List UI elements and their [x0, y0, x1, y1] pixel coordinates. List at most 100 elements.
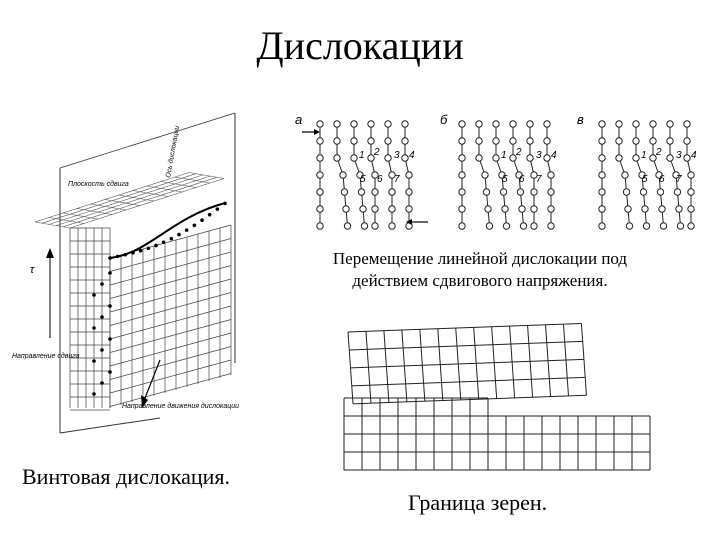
- front-grid-line: [109, 346, 232, 380]
- dislocation-atom: [100, 381, 104, 385]
- atom: [530, 171, 538, 179]
- label-tau: τ: [30, 264, 35, 276]
- dislocation-atom: [123, 252, 128, 257]
- number-label: 6: [519, 174, 525, 185]
- atom: [458, 120, 466, 128]
- number-label: 6: [377, 174, 383, 185]
- atom: [547, 171, 555, 179]
- atom: [598, 120, 606, 128]
- number-label: 1: [359, 150, 365, 161]
- atom: [367, 154, 375, 162]
- atom: [543, 137, 551, 145]
- atom: [316, 222, 324, 230]
- top-grid-line: [76, 208, 113, 215]
- atom: [598, 137, 606, 145]
- top-grid-line: [48, 174, 204, 225]
- atom: [360, 222, 369, 230]
- dislocation-atom: [192, 223, 197, 228]
- number-label: 7: [394, 174, 400, 185]
- atom: [401, 137, 409, 145]
- label-plane: Плоскость сдвига: [68, 180, 129, 188]
- dislocation-curve: [109, 202, 226, 259]
- label-stress: Направление сдвига: [12, 352, 80, 360]
- grain-grid-line: [347, 331, 354, 404]
- atom: [519, 222, 528, 230]
- atom: [621, 171, 629, 179]
- panel-label-v: в: [577, 112, 584, 127]
- atom: [526, 120, 534, 128]
- atom: [401, 154, 409, 162]
- atom: [673, 188, 682, 196]
- dislocation-atom: [161, 240, 166, 245]
- atom: [371, 171, 379, 179]
- atom: [509, 137, 517, 145]
- dislocation-atom: [177, 232, 181, 237]
- number-label: 3: [394, 150, 400, 161]
- top-grid-line: [132, 190, 169, 197]
- atom: [359, 205, 367, 213]
- number-label: 3: [536, 150, 542, 161]
- top-grid-line: [41, 173, 197, 224]
- atom: [687, 222, 695, 230]
- screw-dislocation-figure: Плоскость сдвига Ось дислокации Направле…: [12, 112, 239, 434]
- panel-label-a: а: [295, 112, 302, 127]
- dislocation-atom: [100, 315, 104, 319]
- atom: [658, 205, 666, 213]
- caption-screw-dislocation: Винтовая дислокация.: [22, 464, 231, 489]
- atom: [656, 188, 665, 196]
- atom: [484, 205, 492, 213]
- atom: [343, 222, 352, 230]
- atom: [371, 205, 379, 213]
- atom: [655, 171, 663, 179]
- dislocation-atom: [223, 201, 227, 206]
- dislocation-atom: [108, 337, 112, 341]
- atom: [683, 137, 691, 145]
- atom: [492, 154, 500, 162]
- atom: [339, 171, 347, 179]
- dislocation-atom: [108, 271, 112, 275]
- grain-grid-line: [349, 340, 583, 351]
- atom: [615, 120, 623, 128]
- atom: [632, 137, 640, 145]
- atom: [458, 222, 466, 230]
- atom: [499, 188, 508, 196]
- top-grid-line: [62, 177, 218, 228]
- top-grid-line: [55, 175, 211, 226]
- atom: [659, 222, 668, 230]
- atom: [675, 205, 683, 213]
- atom: [632, 120, 640, 128]
- dislocation-atom: [184, 228, 189, 232]
- number-label: 1: [501, 150, 507, 161]
- atom: [687, 171, 695, 179]
- atom: [516, 188, 525, 196]
- atom: [502, 222, 511, 230]
- atom: [598, 205, 606, 213]
- atom: [530, 222, 538, 230]
- atom: [388, 171, 396, 179]
- atom: [642, 222, 651, 230]
- dislocation-atom: [92, 392, 96, 396]
- atom: [530, 188, 538, 196]
- atom: [492, 137, 500, 145]
- panel-label-b: б: [440, 112, 448, 127]
- atom: [515, 171, 523, 179]
- atom: [598, 171, 606, 179]
- top-grid-line: [34, 172, 190, 223]
- atom: [624, 205, 632, 213]
- atom: [367, 137, 375, 145]
- atom: [475, 120, 483, 128]
- top-grid-line: [104, 199, 141, 206]
- atom: [388, 222, 396, 230]
- atom: [458, 205, 466, 213]
- front-grid-line: [109, 251, 232, 286]
- atom: [649, 137, 657, 145]
- atom: [384, 154, 392, 162]
- top-grid-line: [62, 212, 99, 220]
- atom: [316, 137, 324, 145]
- atom: [526, 137, 534, 145]
- top-grid-line: [174, 176, 211, 184]
- grain-grid-line: [347, 322, 582, 333]
- atom: [543, 154, 551, 162]
- atom: [501, 205, 509, 213]
- dislocation-atom: [138, 248, 143, 253]
